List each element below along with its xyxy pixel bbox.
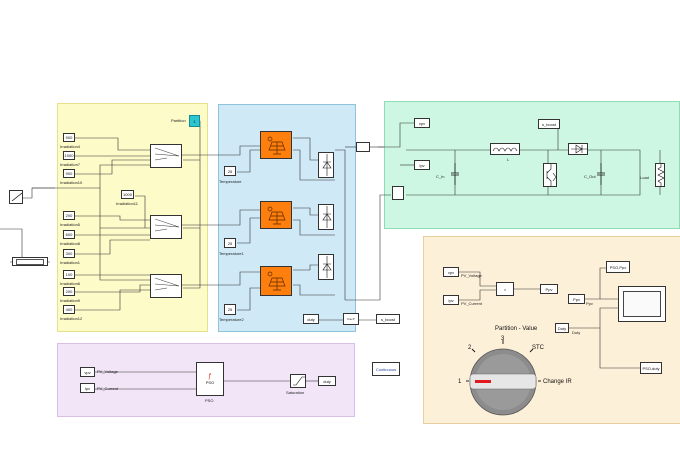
irr-const-9[interactable]: 200 <box>63 287 75 296</box>
irr-label-2: Irradiation7 <box>60 162 81 167</box>
temperature-label-2: Temperature1 <box>219 251 244 256</box>
capacitor-out-label: C_Out <box>584 174 596 179</box>
duty-label-monitor: Duty <box>572 330 581 335</box>
capacitor-out[interactable] <box>595 163 607 185</box>
duty-from-tag-monitor[interactable]: Duty <box>555 323 569 333</box>
pso-vpv-label: PV_Voltage <box>97 369 118 374</box>
irr-label-5: Irradiation5 <box>60 222 81 227</box>
multiport-switch-3[interactable] <box>150 274 182 298</box>
irr-label-6: Irradiation8 <box>60 241 81 246</box>
irr-const-8[interactable]: 100 <box>63 270 75 279</box>
temperature-label-1: Temperature <box>219 179 242 184</box>
voltage-sensor[interactable] <box>356 142 370 152</box>
boost-converter-area <box>384 101 680 229</box>
inductor[interactable] <box>490 143 520 155</box>
temperature-const-3[interactable]: 25 <box>224 304 236 315</box>
irr-const-1[interactable]: 900 <box>63 133 75 142</box>
irr-const-3[interactable]: 900 <box>63 169 75 178</box>
irr-const-7[interactable]: 300 <box>63 249 75 258</box>
workspace-duty-block[interactable]: PSO,duty <box>640 362 662 374</box>
saturation-label: Saturation <box>286 390 305 395</box>
irr-const-2[interactable]: 1000 <box>63 151 75 160</box>
power-vpv-label: PV_Voltage <box>461 273 482 278</box>
matlab-function-icon: ƒ <box>208 373 212 380</box>
vpv-goto-tag[interactable]: vpv <box>414 118 430 128</box>
load-resistor[interactable] <box>655 163 665 187</box>
irr-label-9: Irradiation9 <box>60 298 81 303</box>
partition-knob[interactable] <box>470 349 536 415</box>
irr-const-6[interactable]: 600 <box>63 230 75 239</box>
power-ipv-label: PV_Current <box>461 301 482 306</box>
ppv-label: Ppv <box>586 301 593 306</box>
irr-label-7: Irradiation1 <box>60 260 81 265</box>
scope-block[interactable] <box>618 286 666 322</box>
pso-ipv-label: PV_Current <box>97 386 118 391</box>
product-block[interactable]: × <box>496 282 514 296</box>
capacitor-in[interactable] <box>449 163 461 185</box>
partition-label: Partition <box>171 118 186 123</box>
multiport-switch-1[interactable] <box>150 144 182 168</box>
bypass-diode-2[interactable] <box>318 204 334 230</box>
duty-from-tag[interactable]: duty <box>303 314 319 324</box>
boost-diode[interactable] <box>568 143 588 155</box>
ipv-goto-tag[interactable]: Ipv <box>414 160 430 170</box>
knob-position-3: 3 <box>501 336 505 342</box>
knob-position-stc: STC <box>532 345 544 351</box>
pso-duty-goto-tag[interactable]: duty <box>318 376 336 386</box>
irr-label-4: Irradiation11 <box>116 201 138 206</box>
power-monitor-area <box>423 236 680 424</box>
temperature-const-2[interactable]: 25 <box>224 238 236 248</box>
power-ipv-from-tag[interactable]: Ipv <box>443 295 459 305</box>
ppv-from-tag[interactable]: Ppv <box>568 294 585 304</box>
pv-array-3[interactable] <box>260 266 292 296</box>
knob-position-change-ir: Change IR <box>543 379 572 385</box>
multiport-switch-2[interactable] <box>150 215 182 239</box>
bypass-diode-3[interactable] <box>318 254 334 280</box>
capacitor-in-label: C_In <box>436 174 445 179</box>
workspace-ppv-block[interactable]: PSO,Ppv <box>606 261 630 273</box>
power-vpv-from-tag[interactable]: vpv <box>443 267 459 277</box>
pso-controller-label: PSO <box>205 398 214 403</box>
knob-title: Partition - Value <box>495 326 538 332</box>
current-sensor[interactable] <box>392 186 404 200</box>
pso-controller-text: PSO <box>205 380 215 385</box>
display-block[interactable] <box>12 257 48 266</box>
duty-converter-block[interactable]: D ▸ P <box>343 313 359 325</box>
pso-vpv-from-tag[interactable]: vpv <box>80 367 95 377</box>
temperature-const-1[interactable]: 25 <box>224 166 236 176</box>
sboost-from-tag[interactable]: s_boost <box>538 119 560 129</box>
partition-block[interactable]: 1 <box>189 115 200 127</box>
saturation-block[interactable] <box>290 374 306 388</box>
partition-value: 1 <box>193 118 196 124</box>
ramp-block[interactable] <box>9 190 23 204</box>
irr-const-5[interactable]: 200 <box>63 211 75 220</box>
pso-ipv-from-tag[interactable]: Ipv <box>80 383 95 393</box>
knob-position-1: 1 <box>458 379 462 385</box>
irr-label-8: Irradiation6 <box>60 281 81 286</box>
load-label: Load <box>640 175 649 180</box>
pv-array-1[interactable] <box>260 131 292 159</box>
knob-position-2: 2 <box>468 345 472 351</box>
irr-const-4[interactable]: 1000 <box>121 190 134 199</box>
boost-switch[interactable] <box>543 163 557 187</box>
irr-label-10: Irradiation12 <box>60 316 83 321</box>
powergui-block[interactable]: Continuous <box>372 362 400 376</box>
inductor-label: L <box>507 157 510 162</box>
irr-label-1: Irradiation4 <box>60 144 81 149</box>
irr-const-10[interactable]: 400 <box>63 305 75 314</box>
ppv-goto-tag[interactable]: Ppv <box>540 284 558 294</box>
bypass-diode-1[interactable] <box>318 152 334 178</box>
pv-array-2[interactable] <box>260 201 292 229</box>
pso-controller-block[interactable]: ƒ PSO <box>196 362 224 396</box>
temperature-label-3: Temperature2 <box>219 317 244 322</box>
sboost-goto-tag[interactable]: s_boost <box>376 314 400 324</box>
irradiance-subsystem-area <box>57 103 208 332</box>
irr-label-3: Irradiation10 <box>60 180 83 185</box>
